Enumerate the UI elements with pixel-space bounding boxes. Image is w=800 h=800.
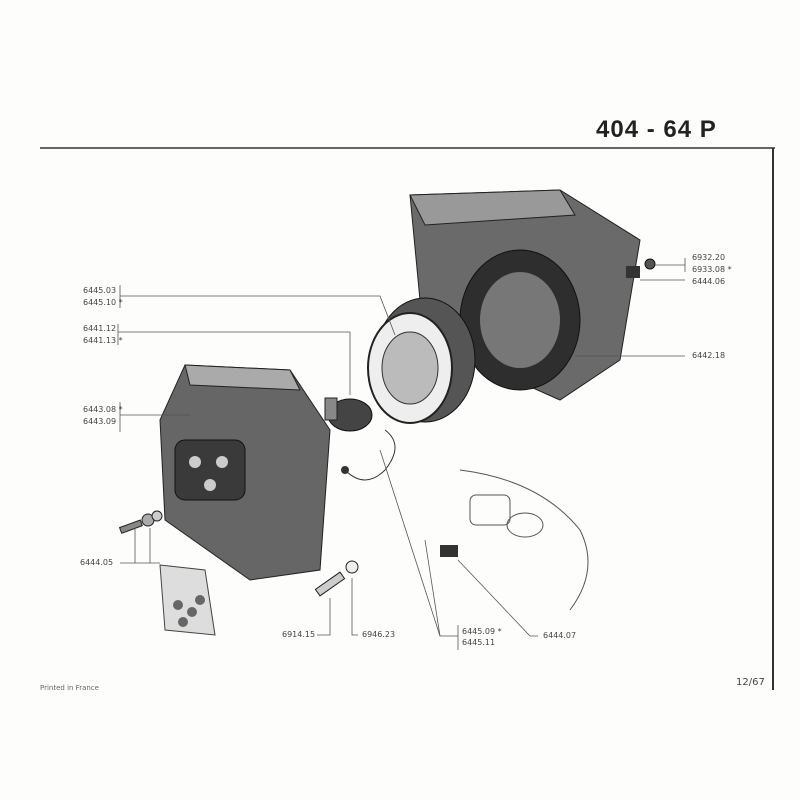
page-title: 404 - 64 P [596,116,717,143]
fixings-bag [159,564,216,636]
part-label-6932-20: 6932.20 [692,253,726,262]
part-label-6445-11: 6445.11 [462,638,496,647]
part-label-6946-23: 6946.23 [362,630,396,639]
part-label-6914-15: 6914.15 [282,630,316,639]
part-label-6444-07: 6444.07 [543,631,577,640]
dashboard-sketch [440,469,589,611]
part-label-6445-09: 6445.09 * [462,627,502,636]
part-label-6443-09: 6443.09 [83,417,117,426]
part-label-6444-05: 6444.05 [80,558,114,567]
part-label-6441-12: 6441.12 [83,324,117,333]
part-label-6444-06: 6444.06 [692,277,726,286]
part-label-6445-10: 6445.10 * [83,298,123,307]
page-code: 12/67 [736,677,765,688]
blower-wheel [367,297,476,424]
blower-motor [324,397,396,481]
part-label-6445-03: 6445.03 [83,286,117,295]
printed-in-france: Printed in France [40,684,99,692]
part-label-6442-18: 6442.18 [692,351,726,360]
part-label-6441-13: 6441.13 * [83,336,123,345]
part-label-6443-08: 6443.08 * [83,405,123,414]
part-label-6933-08: 6933.08 * [692,265,732,274]
air-intake-housing [159,364,331,581]
screws [118,510,359,597]
leader-lines [117,258,686,650]
